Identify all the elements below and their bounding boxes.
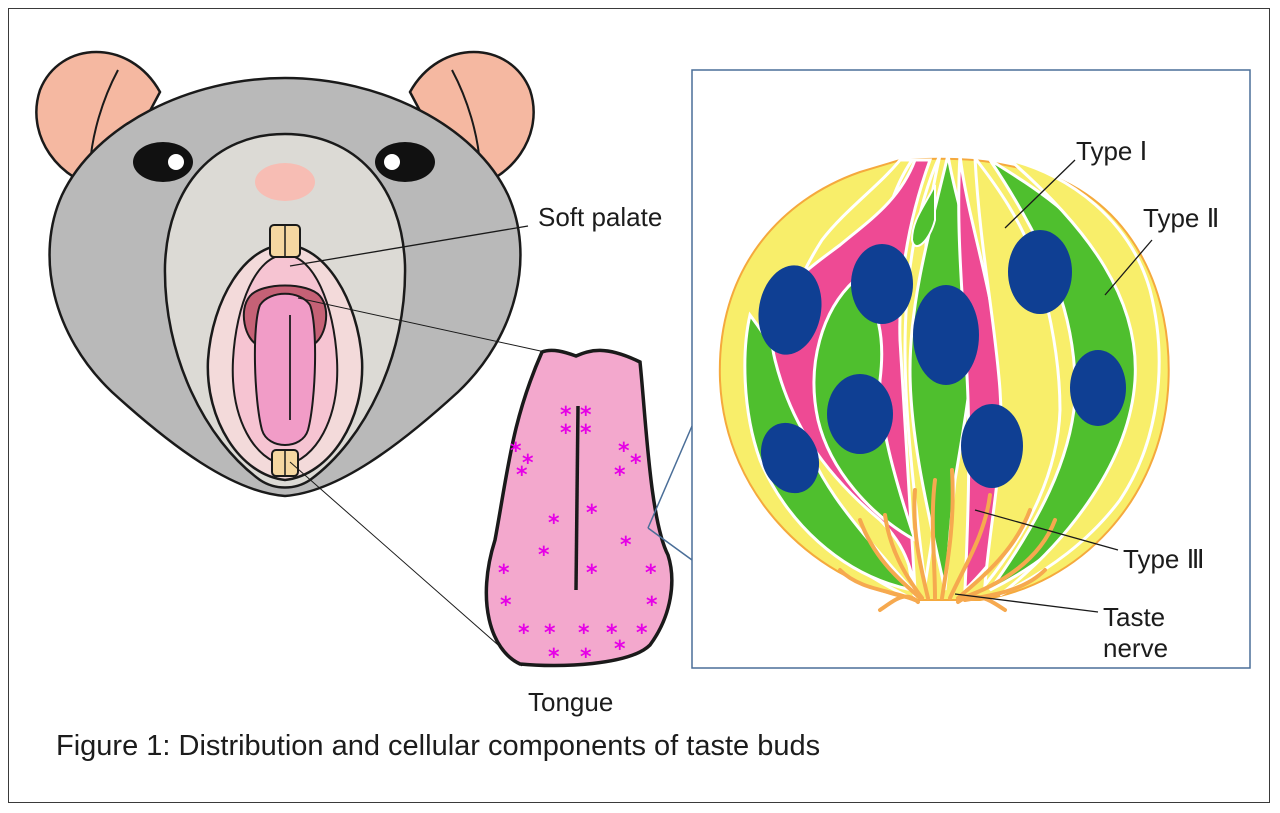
svg-text:*: *	[560, 403, 572, 428]
svg-text:*: *	[498, 561, 510, 586]
svg-text:*: *	[646, 593, 658, 618]
rat-head	[35, 50, 535, 498]
right-eye	[375, 142, 435, 182]
svg-text:*: *	[518, 621, 530, 646]
zoom-line-top	[297, 297, 546, 353]
svg-text:*: *	[614, 463, 626, 488]
taste-nerve-leader	[954, 593, 1099, 613]
type-1-label: Type Ⅰ	[1076, 136, 1148, 166]
tongue-outline	[484, 348, 674, 668]
tongue-label: Tongue	[528, 687, 614, 717]
tongue-detail: **** *** *** ** *** *** * ***** ***	[484, 348, 674, 670]
taste-nerve-label-line2: nerve	[1103, 633, 1169, 663]
svg-text:*: *	[560, 421, 572, 446]
svg-text:*: *	[548, 645, 560, 670]
taste-bud	[718, 153, 1170, 612]
type-3-label: Type Ⅲ	[1123, 544, 1205, 574]
zoom-connector-bottom	[647, 527, 693, 561]
svg-text:*: *	[516, 463, 528, 488]
zoom-line-bottom	[289, 461, 523, 667]
left-eye	[133, 142, 193, 182]
type-2-cell-small	[910, 184, 936, 248]
type-2-leader	[1104, 239, 1153, 296]
svg-text:*: *	[544, 621, 556, 646]
svg-text:*: *	[630, 451, 642, 476]
figure-caption: Figure 1: Distribution and cellular comp…	[56, 730, 821, 762]
svg-text:*: *	[645, 561, 657, 586]
type-3-leader	[974, 509, 1119, 551]
cell-nuclei	[758, 230, 1126, 494]
svg-text:*: *	[500, 593, 512, 618]
nose	[255, 163, 315, 201]
taste-nerve-fibers	[838, 468, 1057, 612]
svg-text:*: *	[538, 543, 550, 568]
svg-text:*: *	[548, 511, 560, 536]
type-1-leader	[1004, 159, 1076, 229]
tongue-in-mouth	[253, 292, 317, 446]
svg-text:*: *	[522, 451, 534, 476]
svg-text:*: *	[586, 561, 598, 586]
zoom-connector-top	[647, 425, 693, 529]
svg-text:*: *	[618, 439, 630, 464]
svg-text:*: *	[510, 439, 522, 464]
taste-nerve-label-line1: Taste	[1103, 602, 1166, 632]
svg-text:*: *	[636, 621, 648, 646]
svg-text:*: *	[614, 637, 626, 662]
svg-text:*: *	[580, 421, 592, 446]
svg-text:*: *	[586, 501, 598, 526]
type-2-label: Type Ⅱ	[1143, 203, 1220, 233]
svg-text:*: *	[580, 403, 592, 428]
soft-palate-label: Soft palate	[538, 202, 663, 232]
type-1-cell-edge	[999, 158, 1161, 597]
svg-text:*: *	[580, 645, 592, 670]
svg-text:*: *	[606, 621, 618, 646]
svg-text:*: *	[578, 621, 590, 646]
soft-palate-leader	[289, 225, 529, 267]
svg-text:*: *	[620, 533, 632, 558]
